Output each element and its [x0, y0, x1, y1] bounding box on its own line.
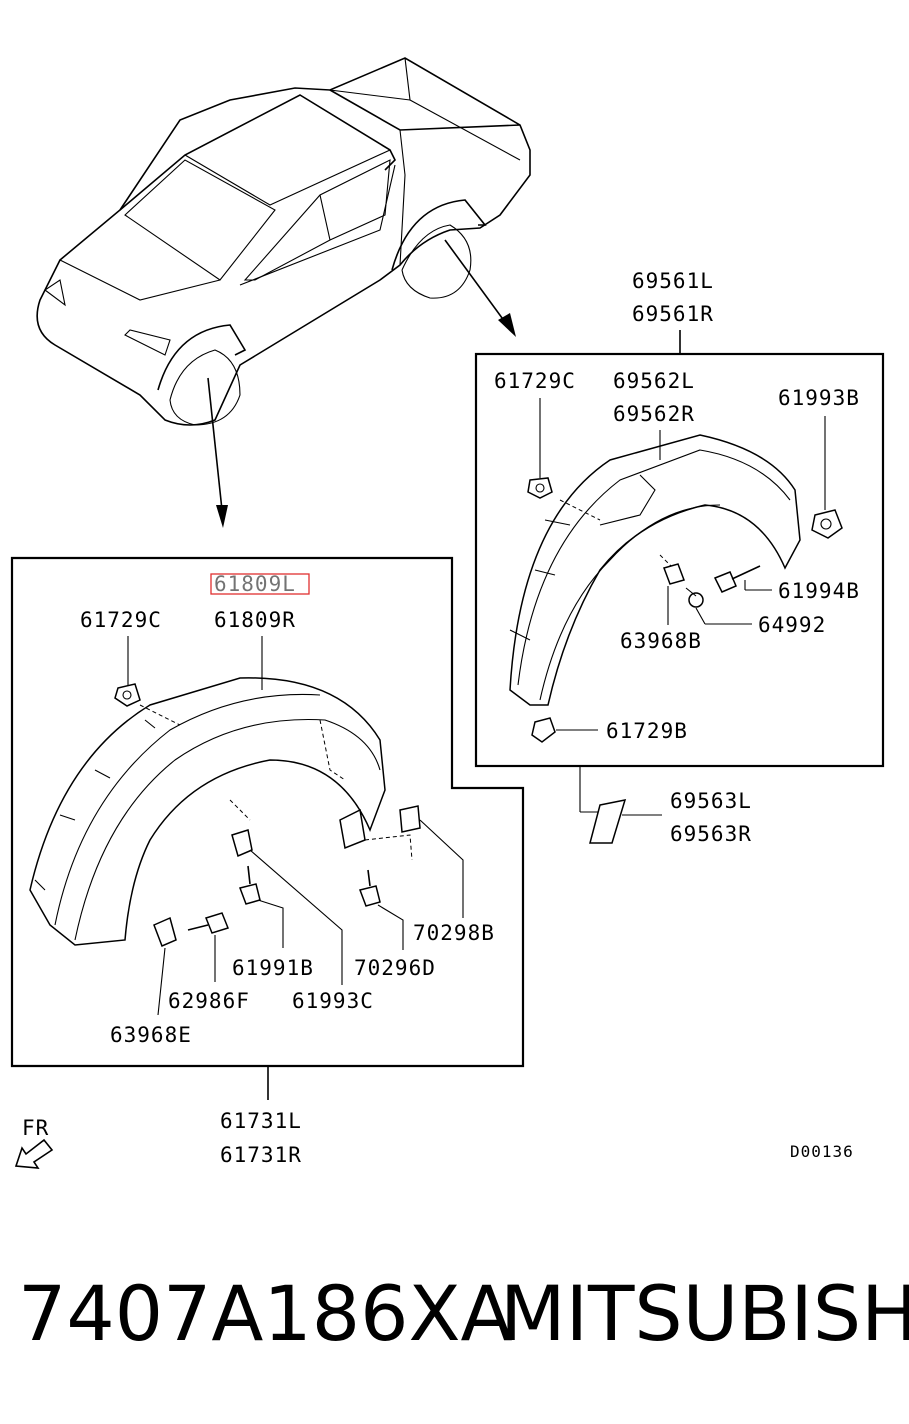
label-front-group-l: 61731L [220, 1109, 302, 1133]
label-rear-fender-l: 69562L [613, 369, 695, 393]
truck-illustration [36, 57, 531, 528]
label-rear-clip-top: 61729C [494, 369, 576, 393]
label-rear-nut: 63968B [620, 629, 702, 653]
rear-washer-part [685, 587, 704, 608]
label-front-group-r: 61731R [220, 1143, 302, 1167]
label-rear-pad-l: 69563L [670, 789, 752, 813]
label-front-screw-b: 70296D [354, 956, 436, 980]
direction-indicator: FR [14, 1116, 54, 1169]
label-rear-group-top: 69561L [632, 269, 714, 293]
label-rear-fender-r: 69562R [613, 402, 695, 426]
label-rear-group-bottom: 69561R [632, 302, 714, 326]
label-rear-cap: 61993B [778, 386, 860, 410]
rear-clip-top-part [527, 477, 553, 499]
footer-brand: MITSUBISHI [500, 1269, 909, 1358]
label-front-clip-c: 61993C [292, 989, 374, 1013]
front-group-box [10, 556, 525, 1068]
footer-part-number: 7407A186XA [18, 1269, 513, 1358]
front-fender-flare [29, 677, 386, 946]
rear-cap-part [811, 509, 843, 539]
label-front-nut: 63968E [110, 1023, 192, 1047]
label-rear-washer: 64992 [758, 613, 826, 637]
label-rear-pad-r: 69563R [670, 822, 752, 846]
rear-pad-part [589, 799, 627, 844]
front-screw-a-part [239, 865, 261, 905]
front-fender-group: 61809L 61809R 61729C 70298B 70296D [10, 556, 525, 1167]
front-clip-part [114, 683, 141, 707]
label-front-grommet: 70298B [413, 921, 495, 945]
label-front-fender-l: 61809L [214, 572, 296, 596]
front-nut-part [153, 916, 177, 947]
rear-nut-part [663, 563, 685, 585]
label-rear-clip-bottom: 61729B [606, 719, 688, 743]
label-front-screw-a: 61991B [232, 956, 314, 980]
front-grommet-part [399, 805, 421, 833]
rear-bolt-part [713, 565, 761, 593]
highlight-box [210, 573, 310, 595]
label-front-fender-r: 61809R [214, 608, 296, 632]
label-rear-bolt: 61994B [778, 579, 860, 603]
front-arrow-icon [14, 1138, 54, 1169]
rear-clip-bottom-part [531, 717, 556, 743]
label-front-bolt: 62986F [168, 989, 250, 1013]
front-clip-c-part [231, 829, 253, 858]
label-diagram-code: D00136 [790, 1142, 854, 1161]
front-bolt-part [187, 912, 229, 934]
rear-fender-flare [509, 434, 801, 706]
rear-fender-group: 69561L 69561R 61729C 69562L 69562R 61993… [474, 269, 885, 846]
label-front-clip: 61729C [80, 608, 162, 632]
front-screw-b-part [359, 869, 381, 907]
label-direction: FR [22, 1116, 49, 1140]
